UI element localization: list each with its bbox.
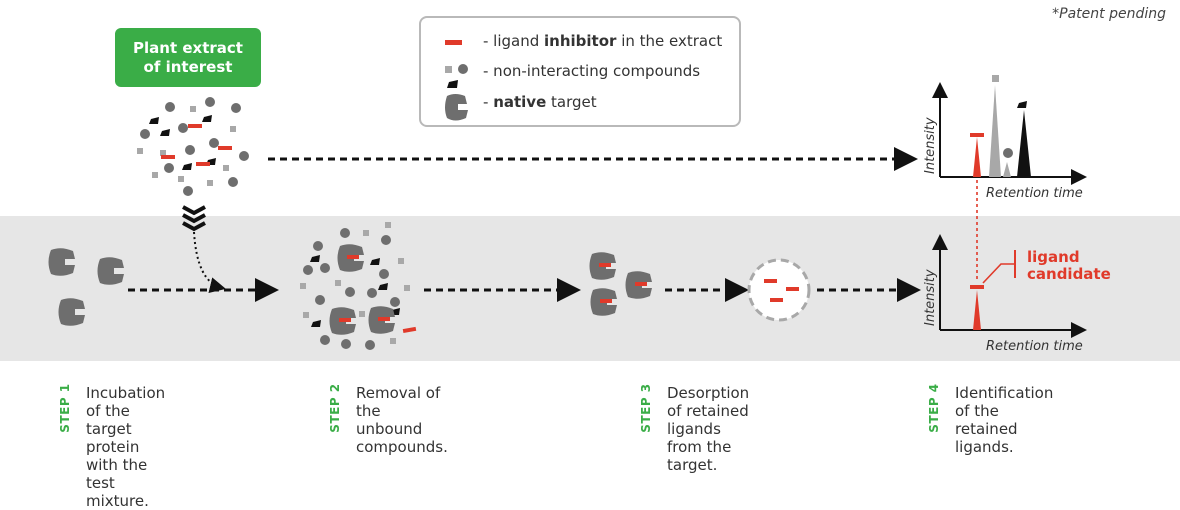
curved-dotted-arrow	[193, 231, 226, 293]
ligand-label-line2: candidate	[1027, 265, 1111, 283]
legend-item-compounds: - non-interacting compounds	[483, 62, 701, 80]
bottom-chart-xlabel: Retention time	[986, 339, 1083, 354]
target-protein-icon	[445, 94, 468, 121]
peak-nonbinding	[989, 85, 1001, 177]
step-1-tag: STEP 1	[58, 383, 72, 433]
legend-item-target: - native target	[483, 93, 597, 111]
legend-icons	[445, 40, 468, 121]
bottom-chromatogram: ligand candidate Intensity Retention tim…	[923, 234, 1111, 354]
step-3-tag: STEP 3	[639, 383, 653, 433]
patent-note: *Patent pending	[1052, 6, 1166, 22]
peak-retained-ligand	[973, 290, 981, 330]
workflow-diagram: Intensity Retention time ligand candidat…	[48, 75, 1111, 354]
plant-extract-box: Plant extract of interest	[115, 28, 261, 87]
compounds-icon	[445, 64, 468, 88]
ligand-label-line1: ligand	[1027, 248, 1080, 266]
red-dash-icon	[445, 40, 462, 45]
desorbed-ligands	[747, 258, 811, 322]
bound-target-proteins	[589, 252, 652, 316]
free-target-proteins	[48, 248, 124, 326]
peak-black	[1017, 110, 1031, 177]
incubation-mixture-cluster	[300, 222, 417, 350]
top-chart-ylabel: Intensity	[923, 117, 938, 174]
bottom-chart-ylabel: Intensity	[923, 269, 938, 326]
top-chromatogram: Intensity Retention time	[923, 75, 1087, 201]
step-4-tag: STEP 4	[927, 383, 941, 433]
extract-mixture-cluster	[137, 97, 249, 196]
plant-extract-label: Plant extract of interest	[133, 38, 243, 76]
legend-item-inhibitor: - ligand inhibitor in the extract	[483, 32, 723, 50]
peak-ligand	[973, 137, 981, 177]
down-chevrons-icon	[182, 205, 206, 232]
peak-small	[1003, 162, 1011, 177]
top-chart-xlabel: Retention time	[986, 186, 1083, 201]
legend: - ligand inhibitor in the extract - non-…	[419, 16, 741, 127]
step-2-tag: STEP 2	[328, 383, 342, 433]
